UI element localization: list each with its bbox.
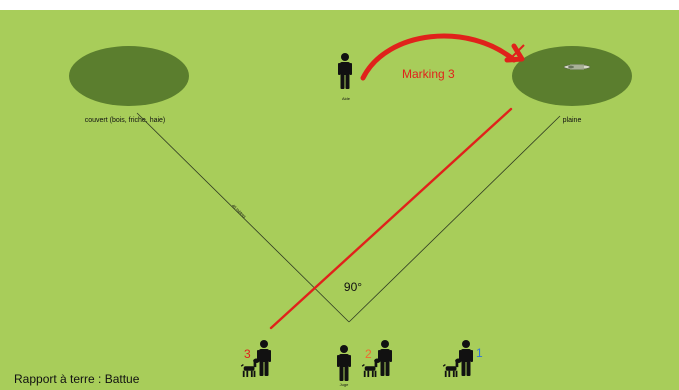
battue-diagram: couvert (bois, friche, haie) plaine 40 m… <box>0 10 679 390</box>
handler-1-group: 1 <box>443 340 483 377</box>
handler-3-number: 3 <box>244 347 251 361</box>
marking-label: Marking 3 <box>402 67 455 81</box>
person-icon <box>257 340 271 376</box>
handler-3-group: 3 <box>241 340 271 377</box>
helper-label: Aide <box>342 96 351 101</box>
judge-person-icon <box>337 345 351 381</box>
judge-group: Juge <box>337 345 351 387</box>
distance-label: 40 mètres <box>231 203 247 219</box>
angle-label: 90° <box>344 280 362 294</box>
red-trajectory-line <box>271 109 511 328</box>
dog-icon <box>241 359 260 377</box>
helper-person-icon <box>338 53 352 89</box>
handler-1-number: 1 <box>476 346 483 360</box>
right-line <box>349 116 560 322</box>
dog-icon <box>443 359 462 377</box>
plain-label: plaine <box>563 117 582 124</box>
handler-2-number: 2 <box>365 347 372 361</box>
judge-label: Juge <box>340 382 349 387</box>
field-background: couvert (bois, friche, haie) plaine 40 m… <box>0 10 679 390</box>
cover-zone <box>69 46 189 106</box>
footer-title: Rapport à terre : Battue <box>14 372 139 386</box>
dog-icon <box>362 359 381 377</box>
person-icon <box>378 340 392 376</box>
person-icon <box>459 340 473 376</box>
plain-zone <box>512 46 632 106</box>
handler-2-group: 2 <box>362 340 392 377</box>
cover-label: couvert (bois, friche, haie) <box>85 117 166 124</box>
